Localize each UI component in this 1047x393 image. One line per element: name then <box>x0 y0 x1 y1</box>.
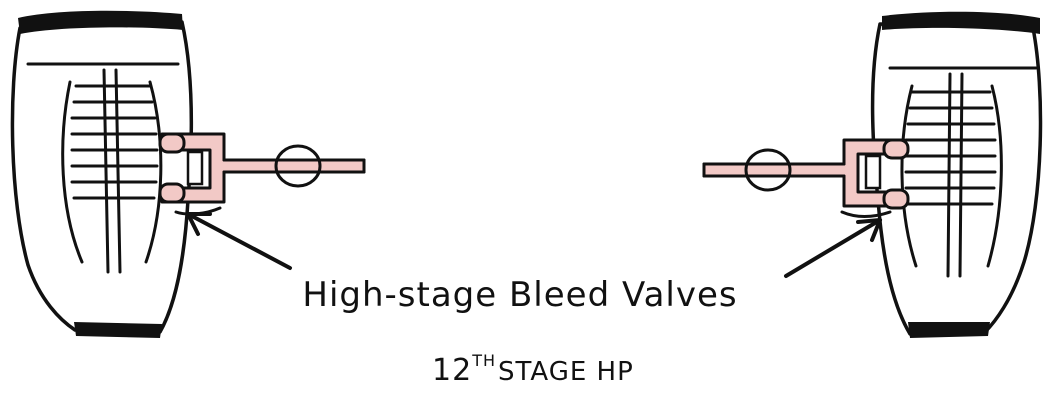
right-core-outline-left <box>900 84 918 268</box>
right-shaft-line-a <box>946 72 952 278</box>
left-engine-top-band <box>18 10 183 34</box>
left-shaft-line-b <box>114 68 122 274</box>
left-engine-nacelle <box>10 20 194 334</box>
left-compressor-stages <box>70 84 159 200</box>
right-engine <box>702 11 1043 338</box>
stage-superscript: TH <box>471 351 496 370</box>
right-pointer-arrow <box>784 210 892 278</box>
stage-rest: STAGE HP <box>498 357 634 387</box>
left-pointer-arrow <box>174 206 292 270</box>
right-shaft-line-b <box>958 72 964 278</box>
left-core-outline-right <box>144 80 163 264</box>
left-bleed-valve <box>158 132 366 204</box>
stage-number: 12 <box>432 353 472 388</box>
bleed-valves-label: High-stage Bleed Valves <box>302 275 737 315</box>
right-core-outline-right <box>986 84 1003 268</box>
left-engine-bottom-band <box>74 322 162 338</box>
right-engine-bottom-band <box>908 322 990 338</box>
right-engine-top-band <box>882 11 1040 35</box>
left-engine <box>10 10 366 338</box>
left-core-outline-left <box>61 80 84 264</box>
left-valve-body <box>274 144 322 188</box>
stage-label: 12THSTAGE HP <box>432 351 634 388</box>
right-valve-body <box>744 148 792 192</box>
right-engine-nacelle <box>870 22 1043 336</box>
left-shaft-line-a <box>102 68 110 274</box>
right-compressor-stages <box>904 90 997 206</box>
right-bleed-valve <box>702 138 910 210</box>
